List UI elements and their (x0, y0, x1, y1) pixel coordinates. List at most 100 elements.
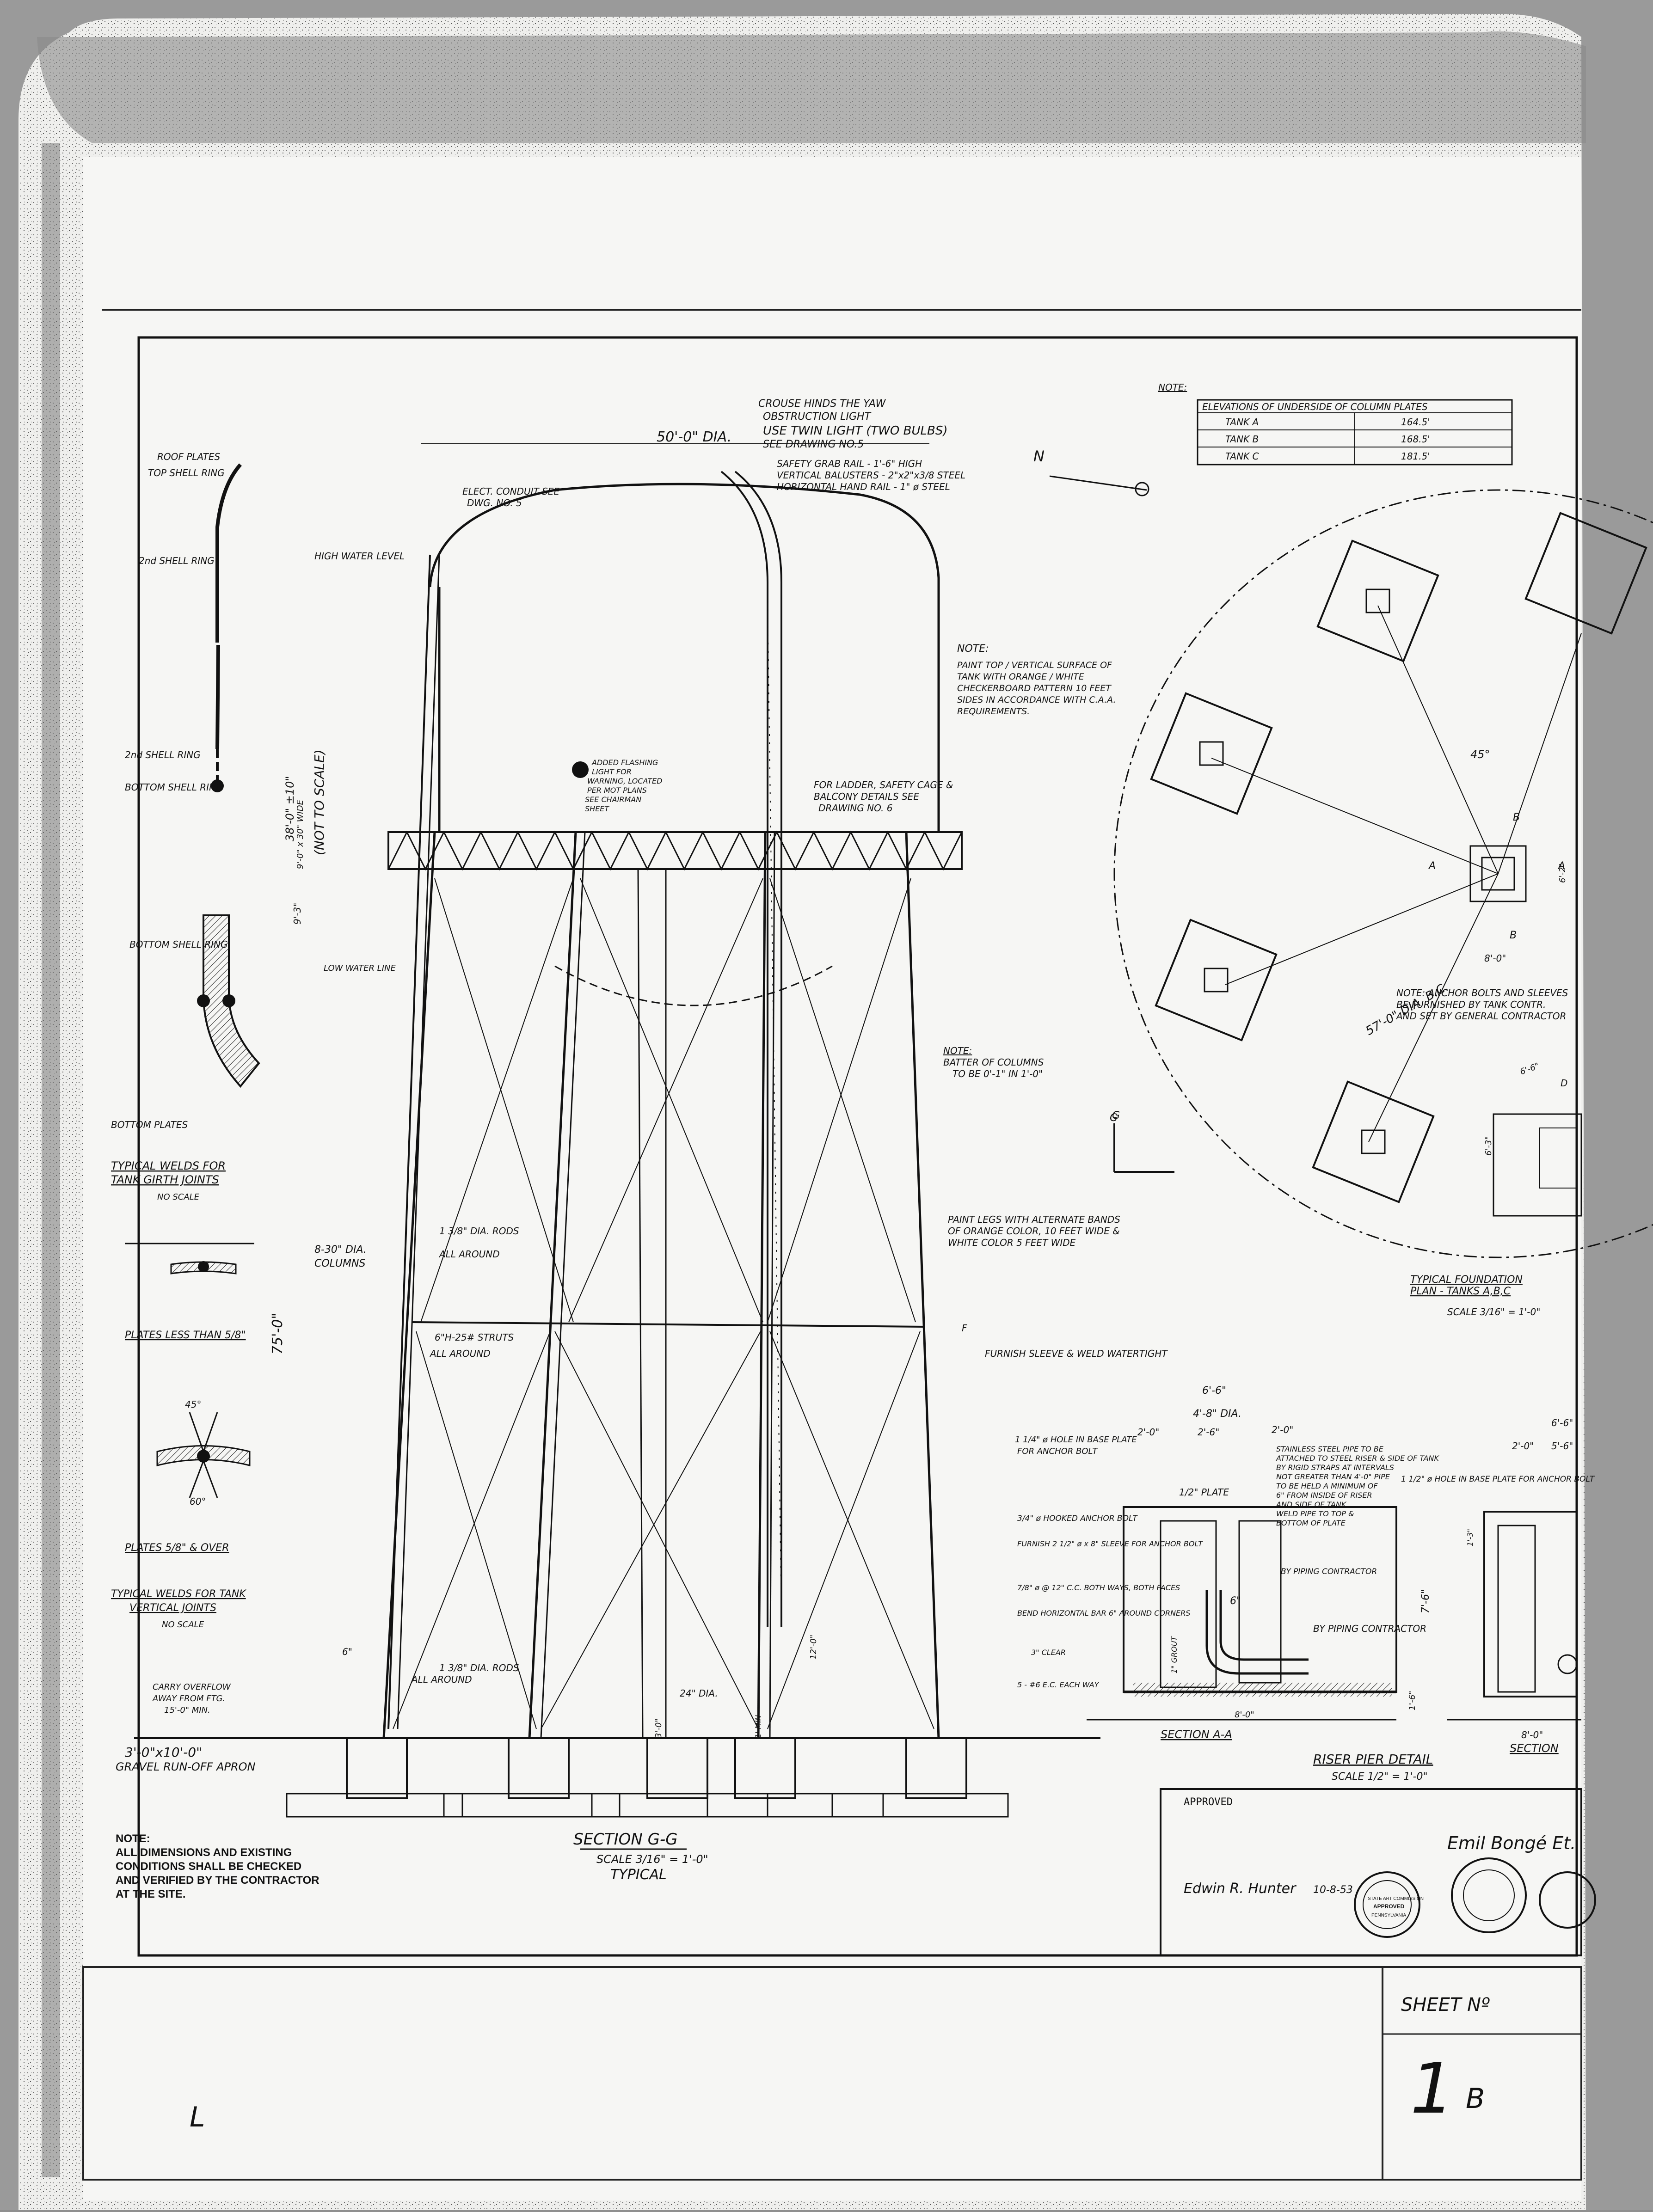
column-pad (1316, 539, 1439, 662)
anchor-note-3: AND SET BY GENERAL CONTRACTOR (1395, 1011, 1566, 1022)
riser-hole-b: FOR ANCHOR BOLT (1017, 1446, 1098, 1456)
riser-scale: SCALE 1/2" = 1'-0" (1332, 1771, 1428, 1783)
dim-3: 3'-0" (654, 1718, 664, 1738)
riser-dim-76: 7'-6" (1420, 1589, 1432, 1613)
section-scale: SCALE 3/16" = 1'-0" (596, 1853, 708, 1866)
legs-2: OF ORANGE COLOR, 10 FEET WIDE & (948, 1225, 1120, 1237)
stainless-9: BOTTOM OF PLATE (1276, 1519, 1346, 1527)
balcony-truss (387, 831, 963, 870)
dim-balcony: 9'-0" x 30" WIDE (295, 799, 305, 869)
dim-diameter: 50'-0" DIA. (657, 429, 731, 445)
angle-45: 45° (185, 1399, 201, 1410)
stainless-6: 6" FROM INSIDE OF RISER (1276, 1491, 1372, 1500)
north-label: N (1033, 447, 1045, 465)
title-block (82, 1966, 1582, 2181)
riser-hooked: 3/4" ø HOOKED ANCHOR BOLT (1017, 1514, 1138, 1523)
added-light-5: SEE CHAIRMAN (585, 795, 641, 804)
table-tank-a: TANK A (1225, 417, 1259, 428)
column-pad (1524, 512, 1647, 635)
riser-dia-48: 4'-8" DIA. (1193, 1408, 1241, 1420)
tank-outline (429, 483, 940, 832)
riser-plate: 1/2" PLATE (1179, 1487, 1229, 1498)
label-top-shell-ring: TOP SHELL RING (148, 467, 225, 478)
dia-24: 24" DIA. (680, 1688, 718, 1699)
title-block-mark: L (190, 2101, 205, 2133)
columns-1: 8-30" DIA. (314, 1244, 367, 1256)
added-light-1: ADDED FLASHING (591, 758, 658, 767)
engineer-seal-2 (1539, 1871, 1596, 1929)
struts-1: 6"H-25# STRUTS (435, 1332, 514, 1343)
riser-furnish-sleeve: FURNISH 2 1/2" ø x 8" SLEEVE FOR ANCHOR … (1017, 1539, 1203, 1548)
section-title: SECTION G-G (573, 1830, 678, 1849)
overflow-2: AWAY FROM FTG. (152, 1694, 225, 1703)
paint-note-5: REQUIREMENTS. (957, 706, 1030, 717)
mark-a1: A (1428, 860, 1436, 872)
approved-stamp: APPROVED (1184, 1796, 1233, 1808)
riser-title: RISER PIER DETAIL (1313, 1752, 1433, 1767)
plan-scale: SCALE 3/16" = 1'-0" (1447, 1306, 1540, 1317)
label-ladder-3: DRAWING NO. 6 (818, 803, 892, 814)
rods-upper-1: 1 3/8" DIA. RODS (439, 1225, 519, 1237)
girth-scale: NO SCALE (157, 1192, 200, 1202)
tower-elevation: CROUSE HINDS THE YAW OBSTRUCTION LIGHT U… (116, 398, 1120, 1883)
table-title: ELEVATIONS OF UNDERSIDE OF COLUMN PLATES (1202, 401, 1428, 412)
riser-dim-20c: 2'-0" (1512, 1440, 1534, 1452)
label-low-water: LOW WATER LINE (324, 963, 396, 973)
label-ladder-2: BALCONY DETAILS SEE (814, 791, 919, 802)
rods-lower-2: ALL AROUND (411, 1674, 472, 1685)
dim-12: 12'-0" (809, 1635, 818, 1660)
revision-triangle-mark (572, 761, 589, 778)
pier-section-bb (1483, 1511, 1578, 1697)
bolt-circle (1113, 489, 1653, 1258)
apron-1: 3'-0"x10'-0" (125, 1745, 202, 1760)
mark-b1: B (1513, 812, 1520, 823)
column-pad (1150, 692, 1273, 815)
plan-angle: 45° (1470, 748, 1490, 761)
table-elev-b: 168.5' (1401, 434, 1430, 445)
riser-dim-56: 5'-6" (1551, 1440, 1573, 1452)
elevations-table: NOTE: ELEVATIONS OF UNDERSIDE OF COLUMN … (1158, 382, 1513, 466)
anchor-note-2: BE FURNISHED BY TANK CONTR. (1396, 999, 1546, 1010)
paint-note-3: CHECKERBOARD PATTERN 10 FEET (957, 683, 1112, 693)
sheet-label: SHEET Nº (1401, 1994, 1490, 2016)
riser-sleeve: FURNISH SLEEVE & WELD WATERTIGHT (985, 1348, 1168, 1359)
general-note-head: NOTE: (116, 1832, 150, 1845)
added-light-2: LIGHT FOR (592, 767, 632, 776)
riser-clear3: 3" CLEAR (1031, 1648, 1066, 1657)
label-bottom-shell-ring-b: BOTTOM SHELL RING (129, 939, 228, 950)
label-crouse-hinds: CROUSE HINDS THE YAW (758, 398, 886, 410)
scan-shadow-top (37, 31, 1586, 143)
sheet-suffix: B (1466, 2083, 1485, 2115)
seal-text-2: APPROVED (1373, 1903, 1405, 1910)
label-obstruction: OBSTRUCTION LIGHT (763, 411, 872, 423)
ladder-rail (720, 471, 768, 1627)
riser-pier-plan (1469, 845, 1527, 902)
column-1 (382, 832, 436, 1739)
cut-f: F (962, 1323, 967, 1334)
batter-2: TO BE 0'-1" IN 1'-0" (952, 1068, 1043, 1079)
label-grab-rail-1: SAFETY GRAB RAIL - 1'-6" HIGH (777, 458, 922, 469)
paint-note-1: PAINT TOP / VERTICAL SURFACE OF (957, 660, 1112, 670)
riser-grout: 1" GROUT (1170, 1636, 1179, 1673)
stainless-1: STAINLESS STEEL PIPE TO BE (1276, 1445, 1384, 1453)
column-4 (905, 832, 940, 1739)
vert-scale: NO SCALE (162, 1620, 204, 1630)
column-pad (1312, 1080, 1435, 1203)
dim-6: 6" (342, 1646, 352, 1657)
column-2 (528, 832, 577, 1739)
label-grab-rail-2: VERTICAL BALUSTERS - 2"x2"x3/8 STEEL (777, 470, 965, 481)
riser-dim-6in: 6" (1230, 1595, 1241, 1607)
struts-2: ALL AROUND (429, 1348, 491, 1359)
mark-a2: A (1557, 860, 1565, 872)
riser-hole: 1 1/4" ø HOLE IN BASE PLATE (1015, 1435, 1137, 1445)
batter-1: BATTER OF COLUMNS (943, 1057, 1044, 1068)
paper-face (83, 157, 1581, 2200)
plan-mark-d: D (1561, 1078, 1567, 1089)
anchor-note-1: NOTE: ANCHOR BOLTS AND SLEEVES (1396, 987, 1568, 999)
girth-title-2: TANK GIRTH JOINTS (111, 1173, 219, 1186)
strut (411, 1321, 925, 1328)
angle-60: 60° (190, 1496, 206, 1507)
overflow-1: CARRY OVERFLOW (153, 1682, 231, 1692)
label-grab-rail-3: HORIZONTAL HAND RAIL - 1" ø STEEL (777, 481, 950, 492)
